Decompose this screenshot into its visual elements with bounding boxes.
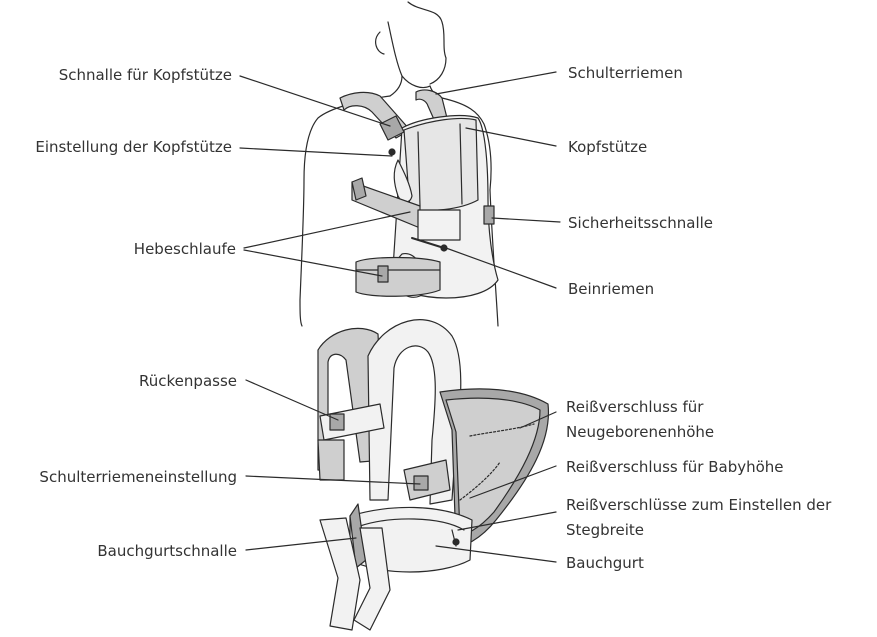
lower-carrier [318,320,548,630]
leader-hebeschlaufe-1 [244,212,410,248]
label-kopfstuetze: Kopfstütze [568,136,647,158]
label-bauchgurtschnalle: Bauchgurtschnalle [97,540,237,562]
upper-carrier-body [352,116,498,298]
label-bauchgurt: Bauchgurt [566,552,644,574]
label-reissverschluss-neugeborene-line1: Reißverschluss für [566,396,703,418]
label-beinriemen: Beinriemen [568,278,654,300]
label-reissverschluss-baby: Reißverschluss für Babyhöhe [566,456,784,478]
label-schulterriemen: Schulterriemen [568,62,683,84]
label-reissverschluss-neugeborene-line2: Neugeborenenhöhe [566,421,714,443]
label-schulterriemeneinstellung: Schulterriemeneinstellung [39,466,237,488]
leader-sicherheitsschnalle [492,218,560,222]
label-hebeschlaufe: Hebeschlaufe [134,238,236,260]
label-schnalle-kopfstuetze: Schnalle für Kopfstütze [59,64,232,86]
label-reissverschluesse-steg-line2: Stegbreite [566,519,644,541]
label-sicherheitsschnalle: Sicherheitsschnalle [568,212,713,234]
label-einstellung-kopfstuetze: Einstellung der Kopfstütze [35,136,232,158]
label-rueckenpasse: Rückenpasse [139,370,237,392]
leader-einstellung-kopfstuetze [240,148,392,156]
leader-schulterriemen [436,72,556,94]
label-reissverschluesse-steg-line1: Reißverschlüsse zum Einstellen der [566,494,831,516]
